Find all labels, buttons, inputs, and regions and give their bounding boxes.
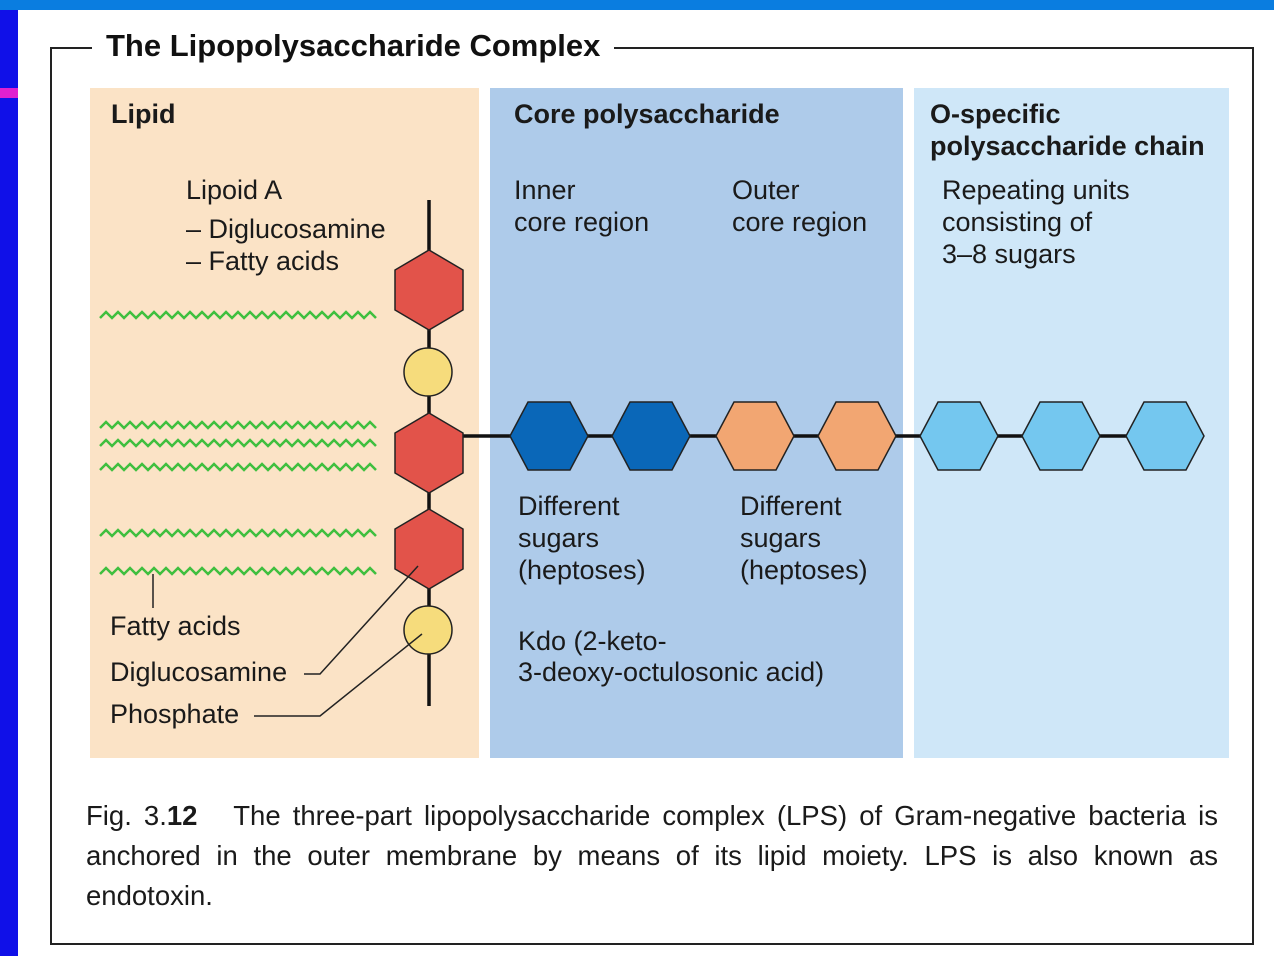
diglucosamine-hexagon-2 (394, 412, 464, 494)
ospecific-header-line2: polysaccharide chain (930, 131, 1205, 161)
lipoid-diglucosamine-label: – Diglucosamine (186, 214, 386, 244)
core-header: Core polysaccharide (514, 99, 780, 129)
kdo-label-line2: 3-deoxy-octulosonic acid) (518, 657, 825, 687)
repeat-units-label-line2: consisting of (942, 207, 1093, 237)
diglucosamine-leader (304, 565, 419, 675)
fatty-acid-chain-3 (99, 438, 377, 448)
outer-core-hexagon-1 (715, 401, 795, 471)
repeat-units-label-line1: Repeating units (942, 175, 1130, 205)
o-chain-hexagon-1 (919, 401, 999, 471)
inner-core-label-line1: Inner (514, 175, 576, 205)
outer-core-hexagon-2 (817, 401, 897, 471)
inner-core-hexagon-1 (509, 401, 589, 471)
o-chain-hexagon-3 (1125, 401, 1205, 471)
caption-text: The three-part lipopolysaccharide comple… (86, 800, 1218, 911)
outer-core-label-line1: Outer (732, 175, 800, 205)
diglucosamine-hexagon-3 (394, 508, 464, 590)
fatty-acid-chain-2 (99, 420, 377, 430)
inner-core-hexagon-2 (611, 401, 691, 471)
lipoid-fatty-acids-label: – Fatty acids (186, 246, 340, 276)
fatty-acid-chain-1 (99, 310, 377, 320)
phosphate-leader (254, 633, 423, 717)
kdo-label-line1: Kdo (2-keto- (518, 626, 667, 656)
diglucosamine-label: Diglucosamine (110, 657, 288, 687)
figure-caption: Fig. 3.12 The three-part lipopolysacchar… (86, 796, 1218, 916)
outer-core-label-line2: core region (732, 207, 868, 237)
lipid-header: Lipid (111, 99, 176, 129)
outer-sugars-label-line3: (heptoses) (740, 555, 868, 585)
top-border-bar (0, 0, 1274, 10)
fatty-acid-chain-5 (99, 528, 377, 538)
phosphate-circle-2 (403, 605, 453, 655)
fatty-acid-chain-6 (99, 566, 377, 576)
inner-sugars-label-line1: Different (518, 491, 620, 521)
figure-title: The Lipopolysaccharide Complex (92, 26, 615, 66)
outer-sugars-label-line1: Different (740, 491, 842, 521)
slide-accent-mark (0, 88, 20, 98)
caption-fig-number: 12 (166, 800, 198, 831)
inner-core-label-line2: core region (514, 207, 650, 237)
inner-sugars-label-line2: sugars (518, 523, 600, 553)
repeat-units-label-line3: 3–8 sugars (942, 239, 1076, 269)
phosphate-circle-1 (403, 347, 453, 397)
ospecific-header-line1: O-specific (930, 99, 1061, 129)
fatty-acids-label: Fatty acids (110, 611, 241, 641)
o-chain-hexagon-2 (1021, 401, 1101, 471)
outer-sugars-label-line2: sugars (740, 523, 822, 553)
diglucosamine-hexagon-1 (394, 249, 464, 331)
figure-frame (50, 47, 1254, 945)
caption-fig-prefix: Fig. 3. (86, 800, 167, 831)
phosphate-label: Phosphate (110, 699, 240, 729)
fatty-acid-chain-4 (99, 462, 377, 472)
inner-sugars-label-line3: (heptoses) (518, 555, 646, 585)
lipoid-a-label: Lipoid A (186, 175, 283, 205)
